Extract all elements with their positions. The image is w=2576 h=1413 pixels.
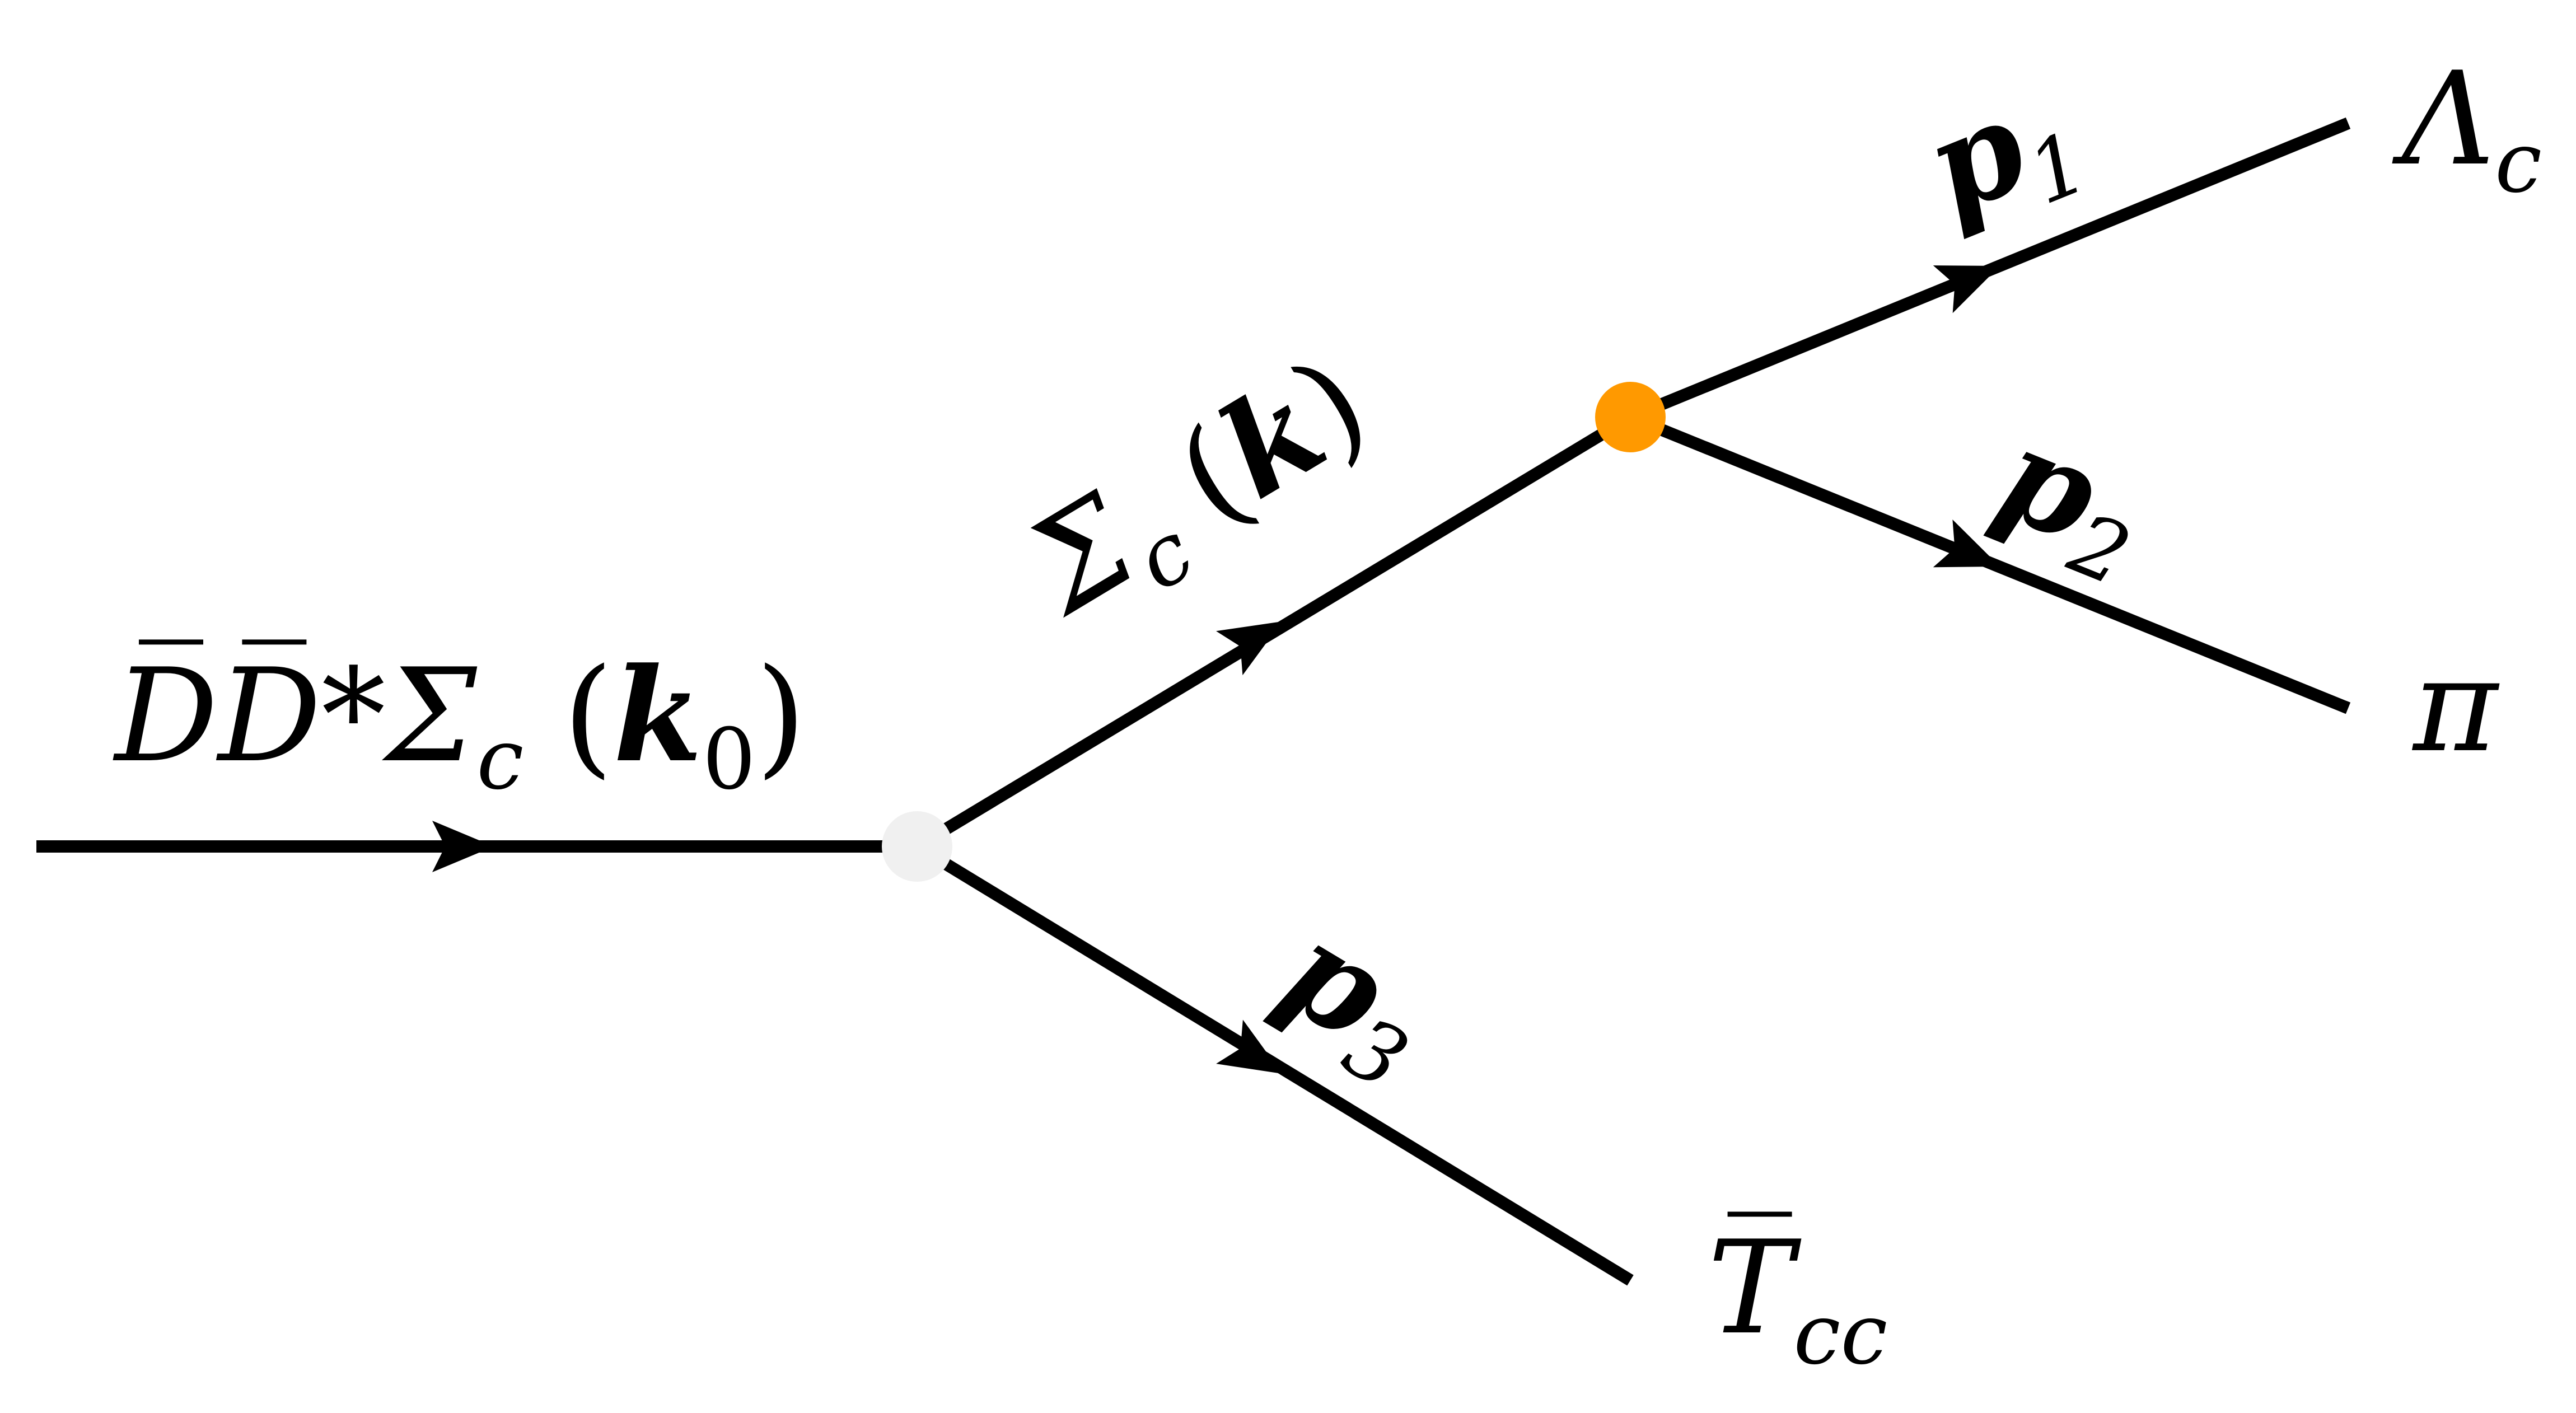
- incoming-particles: D̅D̅*Σ: [113, 639, 478, 791]
- pi-symbol: π: [2411, 631, 2500, 781]
- svg-text:p3: p3: [1250, 893, 1458, 1110]
- p1-label: p1: [1906, 50, 2101, 258]
- lambda-c-label: Λc: [2392, 45, 2542, 212]
- p2-arrow-icon: [1933, 519, 2000, 568]
- intermediate-label: Σc(k): [1001, 326, 1401, 659]
- p3-arrow-icon: [1216, 1019, 1282, 1074]
- p3-label: p3: [1250, 893, 1458, 1110]
- tcc-sub: cc: [1793, 1286, 1887, 1383]
- lambda-symbol: Λ: [2392, 45, 2495, 194]
- tcc-label: T̅cc: [1708, 1211, 1887, 1383]
- svg-text:D̅D̅*Σc(k0): D̅D̅*Σc (k0): [113, 639, 806, 808]
- pi-label: π: [2411, 631, 2500, 781]
- incoming-momentum: k: [613, 640, 702, 791]
- sigma-arrow-icon: [1216, 621, 1282, 676]
- incoming-paren-close: ): [756, 642, 806, 791]
- arrowheads: [432, 265, 2000, 1074]
- incoming-momentum-sub: 0: [703, 711, 756, 808]
- p1-arrow-icon: [1933, 265, 2000, 314]
- incoming-paren-open: (: [563, 642, 613, 791]
- primary-vertex: [882, 811, 952, 882]
- incoming-particles-sub: c: [476, 711, 523, 808]
- tcc-symbol: T̅: [1708, 1211, 1802, 1363]
- svg-text:p1: p1: [1906, 50, 2101, 258]
- incoming-arrow-icon: [432, 821, 494, 872]
- svg-text:Σc(k): Σc(k): [1001, 326, 1401, 659]
- secondary-vertex: [1595, 382, 1666, 452]
- incoming-label: D̅D̅*Σc (k0): [113, 639, 806, 808]
- lambda-sub: c: [2495, 114, 2542, 212]
